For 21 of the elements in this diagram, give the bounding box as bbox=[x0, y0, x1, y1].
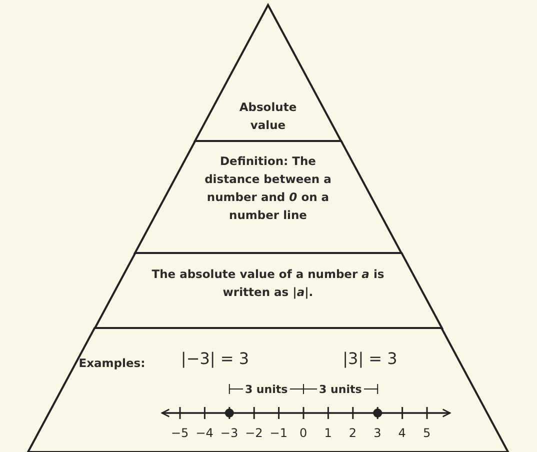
tick-label: −3 bbox=[220, 426, 238, 440]
example-equation: |−3| = 3 bbox=[180, 350, 250, 368]
tick-label: −4 bbox=[196, 426, 214, 440]
pyramid-top-level bbox=[194, 5, 342, 141]
tick-label: 4 bbox=[398, 426, 406, 440]
examples-heading: Examples: bbox=[78, 355, 146, 372]
level-title: Absolute value bbox=[238, 99, 298, 134]
tick-label: −5 bbox=[171, 426, 189, 440]
tick-label: 2 bbox=[348, 426, 357, 440]
tick-label: 5 bbox=[423, 426, 431, 440]
notation-text: The absolute value of a number a is written as |a|. bbox=[150, 266, 386, 301]
tick-label: 0 bbox=[300, 426, 308, 440]
pyramid-level bbox=[134, 141, 402, 253]
tick-label: −1 bbox=[270, 426, 288, 440]
tick-label: 1 bbox=[324, 426, 332, 440]
distance-label: 3 units bbox=[317, 382, 364, 396]
example-equation: |3| = 3 bbox=[342, 350, 398, 368]
tick-label: 3 bbox=[374, 426, 382, 440]
tick-label: −2 bbox=[245, 426, 263, 440]
distance-label: 3 units bbox=[242, 382, 290, 396]
definition-text: Definition: The distance between a number and 0 on a number line bbox=[204, 153, 332, 224]
